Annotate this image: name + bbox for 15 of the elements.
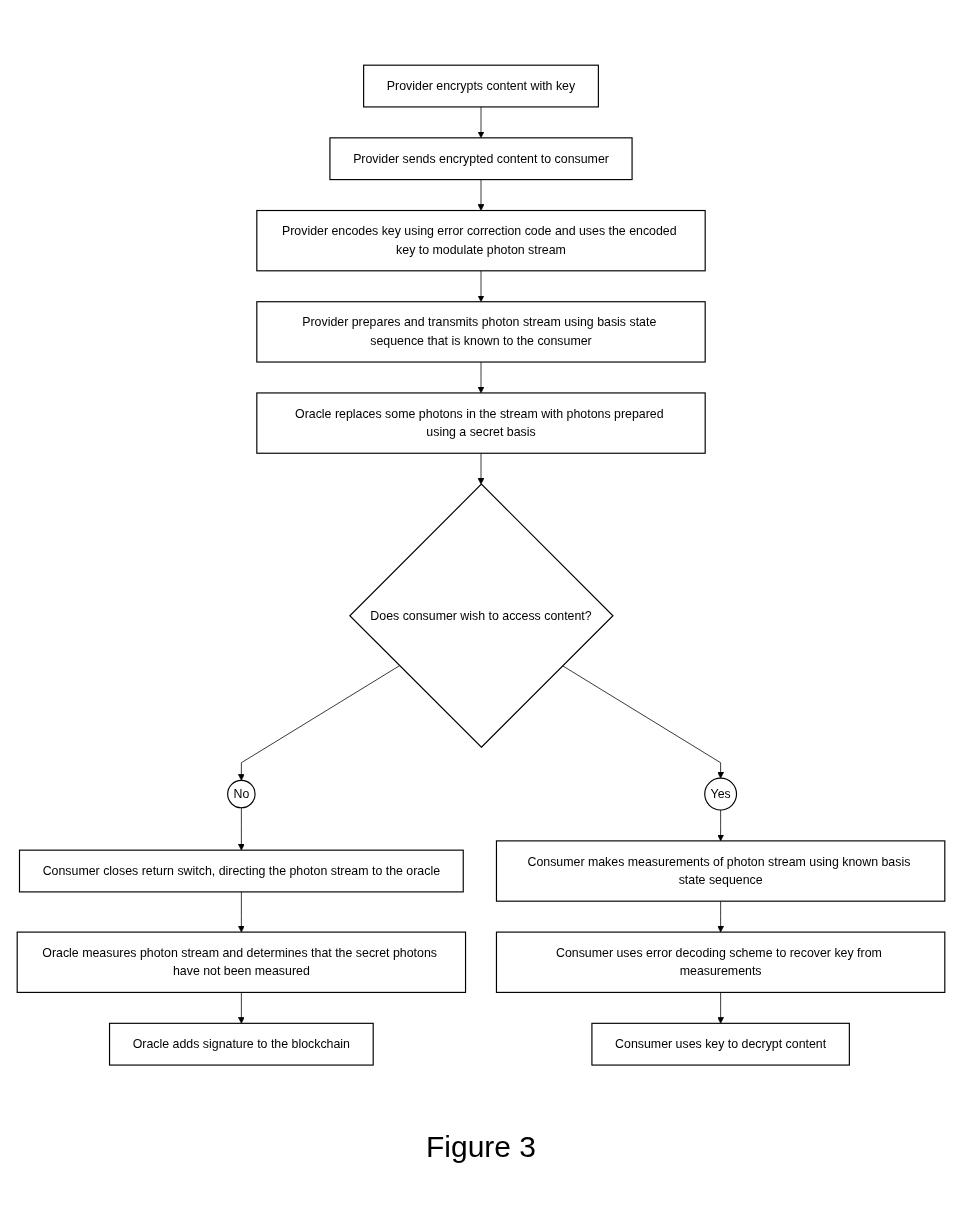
node-box: Provider prepares and transmits photon stream using basis state sequence that is known to the consumer: [256, 301, 706, 363]
node-box: Consumer makes measurements of photon stream using known basis state sequence: [495, 840, 946, 902]
node-box: Oracle measures photon stream and determines that the secret photons have not been measured: [16, 931, 467, 993]
figure-caption: Figure 3: [425, 1130, 537, 1164]
node-box: Provider encrypts content with key: [363, 64, 599, 108]
node-box: Provider sends encrypted content to consumer: [329, 137, 633, 181]
node-box: Consumer uses error decoding scheme to recover key from measurements: [495, 931, 946, 993]
node-diamond: Does consumer wish to access content?: [349, 483, 614, 748]
node-box: Oracle replaces some photons in the stream with photons prepared using a secret basis: [256, 392, 706, 454]
node-box: Consumer closes return switch, directing the photon stream to the oracle: [18, 849, 464, 893]
node-circle: Yes: [704, 777, 738, 811]
node-box: Provider encodes key using error correction code and uses the encoded key to modulate photon stream: [256, 209, 706, 272]
node-box: Oracle adds signature to the blockchain: [108, 1022, 374, 1066]
node-circle: No: [227, 779, 256, 809]
node-box: Consumer uses key to decrypt content: [591, 1022, 850, 1066]
